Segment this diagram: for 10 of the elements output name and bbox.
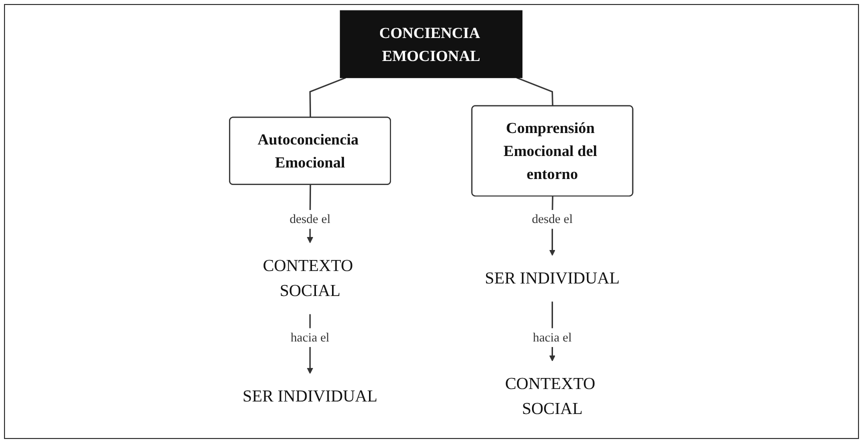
node-text: SER INDIVIDUAL (242, 388, 378, 406)
edge-label: desde el (290, 212, 331, 226)
node-text: CONTEXTO SOCIAL (263, 256, 354, 300)
edge-label: hacia el (290, 330, 330, 344)
edge-label: desde el (532, 212, 574, 226)
node-text: CONTEXTO SOCIAL (505, 375, 596, 418)
connector (516, 77, 554, 106)
node-box: CONCIENCIA EMOCIONAL (340, 10, 523, 78)
edge-label: hacia el (533, 330, 572, 344)
node-text: SER INDIVIDUAL (485, 269, 620, 288)
